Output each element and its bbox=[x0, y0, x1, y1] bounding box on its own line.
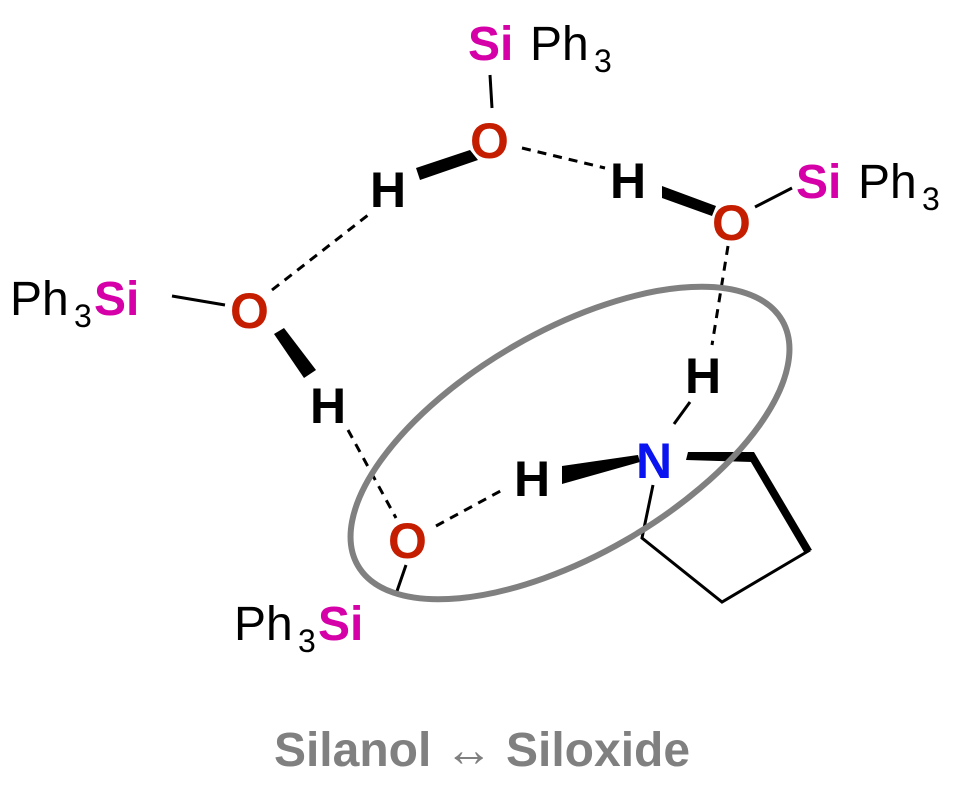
ph3si-left: Ph 3 Si bbox=[10, 273, 139, 334]
hydrogen-bond-left bbox=[271, 210, 373, 292]
wedge-bond-o-h-left bbox=[274, 328, 316, 378]
ph-label: Ph bbox=[234, 598, 293, 651]
oxygen-left: O bbox=[230, 283, 269, 339]
hydrogen-nh-left: H bbox=[514, 451, 550, 507]
caption: Silanol ↔ Siloxide bbox=[274, 724, 690, 777]
oxygen-top: O bbox=[470, 113, 509, 169]
nitrogen: N bbox=[636, 433, 672, 489]
pyrrolidine-ring bbox=[640, 484, 811, 604]
hydrogen-nh-top: H bbox=[685, 348, 721, 404]
ph-label: Ph bbox=[10, 273, 69, 326]
wedge-bond-h-n bbox=[562, 455, 640, 484]
highlight-ellipse bbox=[347, 283, 793, 603]
si-label: Si bbox=[94, 273, 139, 326]
hydrogen-left: H bbox=[310, 378, 346, 434]
hydrogen-bond-right bbox=[710, 245, 730, 346]
wedge-bond-o-h-top bbox=[416, 150, 478, 180]
o-si-bond-right bbox=[754, 186, 793, 209]
subscript-3: 3 bbox=[298, 623, 316, 659]
oxygen-right: O bbox=[712, 195, 751, 251]
si-label: Si bbox=[796, 156, 841, 209]
hydrogen-bond-bottom bbox=[435, 486, 507, 528]
o-si-bond-bottom bbox=[394, 564, 408, 595]
si-label: Si bbox=[318, 598, 363, 651]
hydrogen-top-left: H bbox=[370, 162, 406, 218]
si-o-bond-left bbox=[171, 294, 226, 307]
siph3-right: Si Ph 3 bbox=[796, 156, 940, 217]
ph-label: Ph bbox=[858, 156, 917, 209]
subscript-3: 3 bbox=[74, 298, 92, 334]
h-n-bond bbox=[672, 401, 692, 425]
siph3-top: Si Ph 3 bbox=[468, 18, 612, 79]
bold-bond-c2-c3 bbox=[745, 452, 812, 552]
ph-label: Ph bbox=[530, 18, 589, 71]
si-label: Si bbox=[468, 18, 513, 71]
oxygen-bottom: O bbox=[388, 513, 427, 569]
hydrogen-top-right: H bbox=[610, 153, 646, 209]
bonds bbox=[171, 74, 812, 604]
subscript-3: 3 bbox=[594, 43, 612, 79]
ph3si-bottom: Ph 3 Si bbox=[234, 598, 363, 659]
si-o-bond-top bbox=[488, 74, 494, 109]
wedge-bond-h-o-right bbox=[662, 186, 716, 216]
wedge-bond-n-c2 bbox=[686, 452, 752, 462]
subscript-3: 3 bbox=[922, 181, 940, 217]
hydrogen-bond-top bbox=[521, 146, 606, 170]
